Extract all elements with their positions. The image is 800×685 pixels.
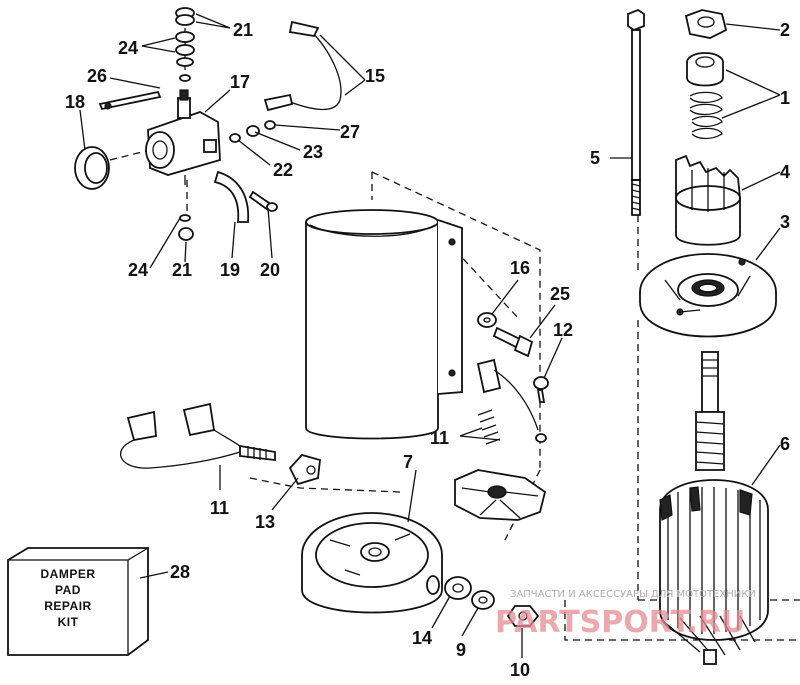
pinion-stack (684, 9, 728, 140)
callout-16: 16 (510, 258, 530, 278)
callout-10: 10 (510, 660, 530, 680)
callout-14: 14 (412, 628, 432, 648)
kit-line-3: REPAIR (44, 599, 91, 613)
callout-numbers: 1 2 3 4 5 6 7 9 10 11 11 12 13 14 15 16 … (65, 20, 790, 680)
watermark-logo: PARTSPORT.RU (495, 605, 745, 640)
leader-lines (79, 13, 781, 658)
kit-line-1: DAMPER (40, 567, 95, 581)
callout-7: 7 (403, 452, 413, 472)
armature (659, 351, 769, 665)
callout-21-top: 21 (233, 20, 253, 40)
kit-line-2: PAD (55, 583, 81, 597)
watermark-caption: ЗАПЧАСТИ И АКСЕССУАРЫ ДЛЯ МОТОТЕХНИКИ (510, 589, 756, 600)
callout-20: 20 (260, 260, 280, 280)
callout-22: 22 (273, 160, 293, 180)
callout-24-bottom: 24 (128, 260, 148, 280)
callout-26: 26 (87, 66, 107, 86)
kit-line-4: KIT (58, 615, 79, 629)
watermark: ЗАПЧАСТИ И АКСЕССУАРЫ ДЛЯ МОТОТЕХНИКИ PA… (495, 589, 756, 640)
callout-12: 12 (553, 320, 573, 340)
callout-18: 18 (65, 92, 85, 112)
damper-pad-repair-kit: DAMPER PAD REPAIR KIT (7, 547, 149, 656)
brush-set (120, 358, 547, 469)
callout-11-springs: 11 (430, 428, 449, 448)
callout-15: 15 (365, 66, 385, 86)
callout-9: 9 (456, 640, 466, 660)
battery-cable (263, 20, 342, 112)
terminal-block (288, 453, 321, 486)
through-bolt (627, 8, 645, 216)
callout-17: 17 (230, 72, 250, 92)
drive-pinion (675, 154, 741, 246)
callout-27: 27 (340, 122, 360, 142)
callout-19: 19 (220, 260, 240, 280)
lower-end-cap (301, 512, 443, 614)
callout-2: 2 (780, 20, 790, 40)
callout-24-top: 24 (118, 38, 138, 58)
callout-5: 5 (590, 148, 600, 168)
callout-6: 6 (780, 434, 790, 454)
callout-4: 4 (780, 162, 790, 182)
starter-frame (305, 209, 463, 440)
callout-28: 28 (170, 562, 190, 582)
callout-11-brushes: 11 (210, 498, 229, 518)
callout-1: 1 (780, 88, 790, 108)
solenoid-assembly (74, 7, 278, 241)
callout-23: 23 (303, 142, 323, 162)
callout-3: 3 (780, 212, 790, 232)
end-cap-fasteners (444, 576, 540, 627)
callout-21-bottom: 21 (172, 260, 192, 280)
callout-13: 13 (255, 512, 275, 532)
callout-25: 25 (550, 284, 570, 304)
upper-end-cap (639, 253, 777, 338)
brush-holder (454, 469, 547, 521)
frame-fasteners (477, 312, 549, 403)
